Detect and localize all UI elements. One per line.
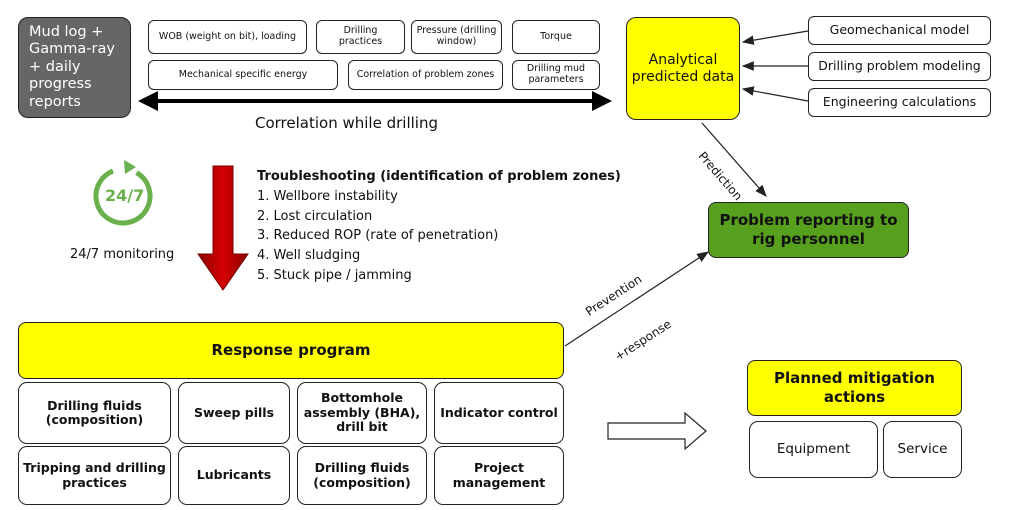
- param-torque-label: Torque: [540, 30, 572, 42]
- param-torque-box: Torque: [512, 20, 600, 54]
- troubleshooting-item: 1. Wellbore instability: [257, 188, 398, 204]
- problem-reporting-box: Problem reporting to rig personnel: [708, 202, 909, 258]
- equipment-label: Equipment: [776, 440, 851, 457]
- engineering-calculations-label: Engineering calculations: [822, 94, 977, 110]
- param-correlation-zones-box: Correlation of problem zones: [348, 60, 503, 90]
- analytical-data-label: Analytical predicted data: [631, 51, 735, 85]
- param-pressure-box: Pressure (drilling window): [411, 20, 502, 54]
- response-item-label: Sweep pills: [193, 404, 275, 420]
- response-item-project-management: Project management: [434, 446, 564, 505]
- param-wob-box: WOB (weight on bit), loading: [148, 20, 307, 54]
- geomechanical-model-box: Geomechanical model: [808, 16, 991, 45]
- arrow-engineering: [741, 86, 809, 102]
- problem-reporting-label: Problem reporting to rig personnel: [719, 211, 898, 248]
- param-mse-box: Mechanical specific energy: [148, 60, 338, 90]
- response-item-bha: Bottomhole assembly (BHA), drill bit: [297, 382, 427, 444]
- monitoring-clock-icon: [93, 160, 153, 226]
- mitigation-label: Planned mitigation actions: [774, 369, 935, 406]
- response-item-label: Drilling fluids (composition): [313, 460, 411, 490]
- response-item-label: Tripping and drilling practices: [23, 460, 166, 490]
- analytical-data-box: Analytical predicted data: [626, 17, 740, 120]
- response-item-label: Bottomhole assembly (BHA), drill bit: [303, 390, 421, 435]
- correlation-label: Correlation while drilling: [255, 114, 438, 132]
- drilling-problem-modeling-box: Drilling problem modeling: [808, 52, 991, 81]
- response-item-sweep-pills: Sweep pills: [178, 382, 290, 444]
- param-drilling-practices-label: Drilling practices: [338, 25, 383, 47]
- source-data-label: Mud log + Gamma-ray + daily progress rep…: [29, 24, 115, 110]
- source-data-box: Mud log + Gamma-ray + daily progress rep…: [18, 17, 131, 118]
- correlation-arrow: [138, 91, 612, 111]
- param-mse-label: Mechanical specific energy: [178, 68, 308, 80]
- equipment-box: Equipment: [749, 421, 878, 478]
- service-label: Service: [897, 440, 948, 457]
- response-item-drilling-fluids: Drilling fluids (composition): [18, 382, 171, 444]
- response-item-indicator-control: Indicator control: [434, 382, 564, 444]
- drilling-problem-modeling-label: Drilling problem modeling: [818, 58, 981, 74]
- response-item-label: Lubricants: [196, 467, 272, 483]
- engineering-calculations-box: Engineering calculations: [808, 88, 991, 117]
- monitoring-label: 24/7 monitoring: [70, 247, 175, 262]
- mitigation-box: Planned mitigation actions: [747, 360, 962, 416]
- troubleshooting-item: 3. Reduced ROP (rate of penetration): [257, 228, 499, 244]
- arrow-prediction: [701, 122, 767, 197]
- response-item-drilling-fluids-2: Drilling fluids (composition): [297, 446, 427, 505]
- response-item-label: Project management: [452, 460, 546, 490]
- response-item-label: Indicator control: [440, 404, 558, 420]
- troubleshooting-title: Troubleshooting (identification of probl…: [257, 169, 621, 184]
- response-item-label: Drilling fluids (composition): [45, 397, 144, 427]
- troubleshooting-block: Troubleshooting (identification of probl…: [257, 167, 621, 286]
- service-box: Service: [883, 421, 962, 478]
- hollow-right-arrow: [607, 411, 707, 451]
- troubleshooting-item: 2. Lost circulation: [257, 208, 373, 224]
- param-drilling-practices-box: Drilling practices: [316, 20, 405, 54]
- param-pressure-label: Pressure (drilling window): [416, 25, 497, 47]
- troubleshooting-item: 4. Well sludging: [257, 248, 361, 264]
- param-mud-box: Drilling mud parameters: [512, 60, 600, 90]
- param-mud-label: Drilling mud parameters: [526, 63, 586, 85]
- troubleshooting-item: 5. Stuck pipe / jamming: [257, 267, 412, 283]
- param-correlation-zones-label: Correlation of problem zones: [356, 68, 495, 80]
- monitoring-icon-text: 24/7: [105, 186, 145, 205]
- arrow-prevention: [564, 251, 710, 347]
- response-program-label: Response program: [211, 340, 371, 359]
- param-wob-label: WOB (weight on bit), loading: [158, 30, 297, 42]
- response-program-box: Response program: [18, 322, 564, 379]
- response-item-tripping: Tripping and drilling practices: [18, 446, 171, 505]
- arrow-geomechanical: [741, 30, 809, 45]
- response-item-lubricants: Lubricants: [178, 446, 290, 505]
- red-down-arrow: [197, 165, 249, 291]
- geomechanical-model-label: Geomechanical model: [829, 22, 970, 38]
